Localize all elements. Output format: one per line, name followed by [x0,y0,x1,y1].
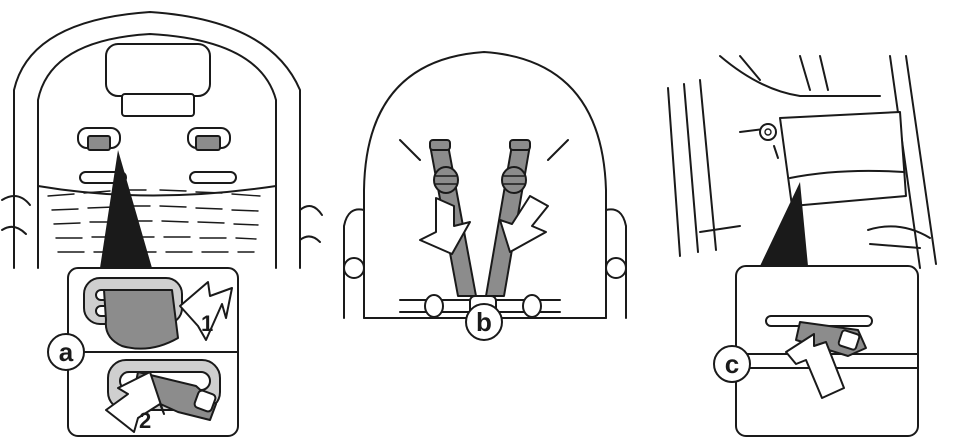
panel-a: 1 2 a [2,12,322,436]
headrest [106,44,210,116]
detail-inset-a: 1 2 [68,268,238,436]
step-label-2: 2 [139,408,151,433]
seat-outline-b [344,52,626,318]
panel-b: b [344,52,626,340]
step-label-1: 1 [201,311,213,336]
panel-c: c [668,56,936,436]
zoom-pointer-c [760,182,808,266]
shoulder-slot-right [188,128,230,150]
zoom-pointer-a [100,150,152,268]
shoulder-slot-left [78,128,120,150]
label-c: c [725,349,739,379]
lower-slot-right [190,172,236,183]
label-b: b [476,307,492,337]
label-a: a [59,337,74,367]
mesh-pattern [38,186,276,252]
